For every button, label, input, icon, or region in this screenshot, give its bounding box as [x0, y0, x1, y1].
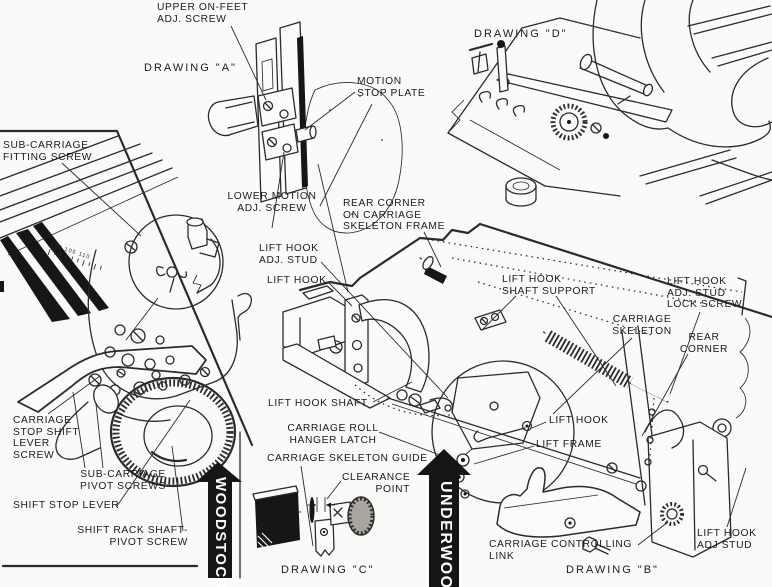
label-lift-hook-adj-stud: LIFT HOOK ADJ. STUD [259, 243, 319, 266]
drawing-d-art [447, 0, 772, 207]
label-carriage-roll-hanger-latch: CARRIAGE ROLL HANGER LATCH [287, 423, 379, 446]
underwood-banner-text: UNDERWOOD [437, 481, 454, 587]
label-lower-motion-adj-screw: LOWER MOTION ADJ. SCREW [227, 191, 317, 214]
label-carriage-skeleton: CARRIAGE SKELETON [612, 314, 672, 337]
label-lift-hook-shaft: LIFT HOOK SHAFT [268, 398, 368, 409]
label-carriage-controlling-link: CARRIAGE CONTROLLING LINK [489, 539, 633, 562]
woodstock-arrow [196, 462, 242, 578]
label-shift-rack-shaft-pivot-screw: SHIFT RACK SHAFT- PIVOT SCREW [77, 525, 188, 548]
leader-lines [47, 25, 747, 547]
label-sub-carriage-fitting-screw: SUB-CARRIAGE FITTING SCREW [3, 140, 93, 163]
label-clearance-point: CLEARANCE POINT [342, 472, 411, 495]
drawing-b-art [282, 222, 772, 558]
drawing-c-art [252, 485, 375, 557]
label-lift-hook-adj-stud-lock-screw: LIFT HOOK ADJ. STUD LOCK SCREW [667, 276, 743, 311]
drawing-b-title: DRAWING "B" [566, 564, 659, 576]
label-lift-hook-inset: LIFT HOOK [549, 415, 609, 426]
label-rear-corner: REAR CORNER [679, 332, 729, 355]
woodstock-banner-text: WOODSTOCK [212, 477, 229, 587]
label-lift-hook-shaft-support: LIFT HOOK SHAFT SUPPORT [502, 274, 596, 297]
platen-knob [93, 368, 237, 488]
drawing-a-art [207, 21, 403, 234]
drawing-c-title: DRAWING "C" [281, 564, 375, 576]
label-sub-carriage-pivot-screws: SUB-CARRIAGE PIVOT SCREWS [80, 469, 166, 492]
label-carriage-stop-shift-lever-screw: CARRIAGE STOP SHIFT LEVER SCREW [13, 415, 80, 461]
label-carriage-skeleton-guide: CARRIAGE SKELETON GUIDE [267, 453, 428, 464]
underwood-arrow [417, 449, 471, 587]
detail-inset-circle-woodstock [128, 214, 224, 310]
drawing-d-title: DRAWING "D" [474, 28, 568, 40]
label-rear-corner-on-carriage-skeleton-frame: REAR CORNER ON CARRIAGE SKELETON FRAME [343, 198, 446, 233]
drawing-a-title: DRAWING "A" [144, 62, 237, 74]
woodstock-machine-art: 100 105 110 [0, 135, 252, 488]
label-motion-stop-plate: MOTION STOP PLATE [357, 76, 426, 99]
label-lift-hook: LIFT HOOK [267, 275, 327, 286]
label-upper-on-feet-adj-screw: UPPER ON-FEET ADJ. SCREW [157, 2, 249, 25]
section-dividers [0, 129, 254, 579]
label-shift-stop-lever: SHIFT STOP LEVER [13, 500, 120, 511]
label-lift-frame: LIFT FRAME [536, 439, 602, 450]
label-lift-hook-adj-stud-right: LIFT HOOK ADJ STUD [697, 528, 757, 551]
